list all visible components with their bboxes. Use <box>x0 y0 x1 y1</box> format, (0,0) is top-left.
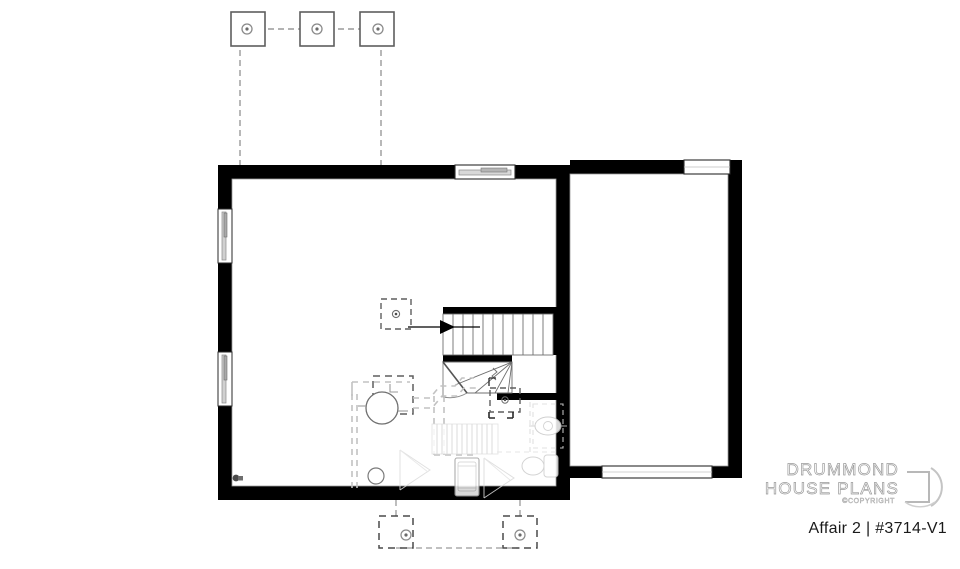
floor-drain <box>367 467 385 485</box>
window-top-main <box>454 164 516 180</box>
footing-bottom-right <box>502 515 538 549</box>
column-marker-right <box>489 387 521 413</box>
deck-footings-bottom <box>378 500 538 549</box>
window-left-upper <box>217 208 233 264</box>
footing-bottom-left <box>378 515 414 549</box>
garage-door-opening <box>601 465 713 479</box>
footing-top-left <box>230 11 266 47</box>
logo-line-drummond: DRUMMOND <box>786 460 899 480</box>
bathtub-fixture <box>454 457 480 497</box>
basement-stairs <box>408 313 554 394</box>
left-wall-service-outlet <box>232 474 243 482</box>
bathroom-rough-in <box>399 402 567 499</box>
footing-top-right <box>359 11 395 47</box>
bracket-marker <box>488 412 514 419</box>
window-top-garage <box>683 159 731 175</box>
plan-caption: Affair 2 | #3714-V1 <box>808 520 947 537</box>
garage-inner-outline <box>569 173 729 467</box>
secondary-door-swing <box>399 449 431 491</box>
column-marker-center <box>380 298 412 330</box>
garage-block-walls <box>570 160 742 478</box>
deck-footings-top <box>230 11 395 166</box>
storage-hatch <box>431 423 499 455</box>
under-stair-door <box>442 360 468 399</box>
drummond-d-monogram-icon <box>904 467 943 508</box>
drummond-house-plans-logo: DRUMMOND HOUSE PLANS ©COPYRIGHT <box>742 460 947 512</box>
window-left-lower <box>217 351 233 407</box>
bathroom-door-swing <box>483 457 515 499</box>
toilet-fixture <box>521 454 559 478</box>
stair-partitions <box>443 307 560 400</box>
logo-copyright-text: ©COPYRIGHT <box>842 498 895 505</box>
logo-line-house-plans: HOUSE PLANS <box>764 479 899 499</box>
branding-block: DRUMMOND HOUSE PLANS ©COPYRIGHT Affair 2… <box>740 458 955 558</box>
water-heater-tank <box>358 384 408 425</box>
main-block-walls <box>218 165 570 500</box>
sink-fixture <box>529 403 567 449</box>
footing-top-center <box>299 11 335 47</box>
